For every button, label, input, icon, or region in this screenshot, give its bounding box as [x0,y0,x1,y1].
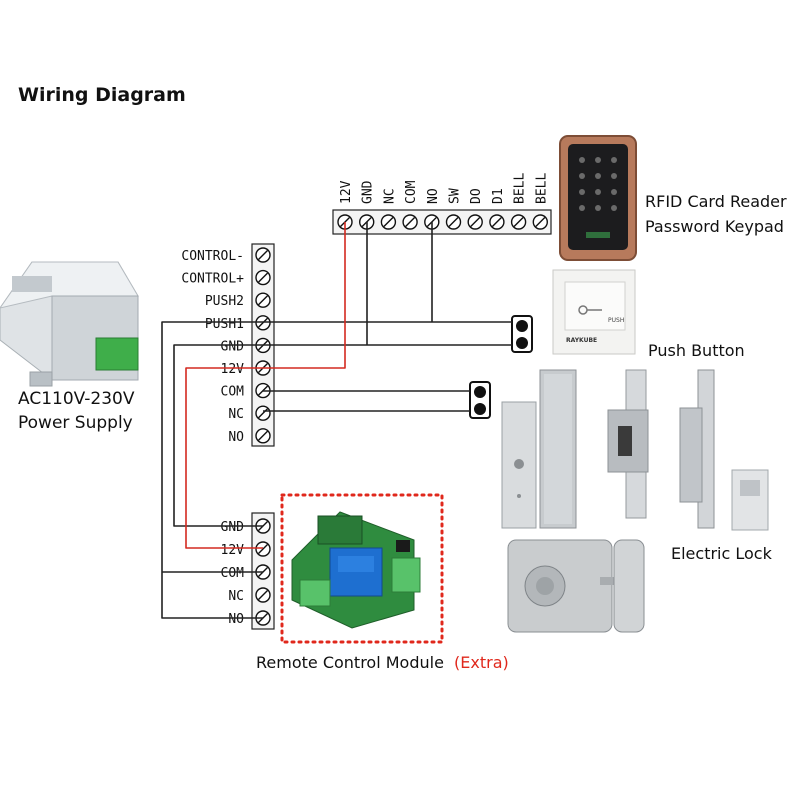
wire-gnd-to-remote-gnd [173,344,263,527]
remote-terminal-label: NO [228,612,244,627]
reader-terminal-label: BELL [513,173,528,204]
ps-terminal-screw-slot [258,430,268,441]
reader-terminal-screw-slot [491,217,502,227]
reader-terminal-screw-slot [513,217,524,227]
remote-module-label-text: Remote Control Module [256,653,444,672]
remote-module-label: Remote Control Module (Extra) [256,653,509,672]
reader-terminal-label: COM [404,180,419,204]
wire-12v-to-remote-12v [185,367,263,549]
reader-terminal-label: NO [426,188,441,204]
strike-lock-image [607,369,649,519]
rim-lock-image [507,539,645,633]
power-supply-image [0,261,139,387]
remote-terminal-screw-slot [258,590,268,600]
reader-terminal-screw-slot [470,217,481,227]
rfid-reader-label-line1: RFID Card Reader [645,192,787,211]
wire-reader-12v [263,222,346,369]
push-button-connector [511,315,533,353]
diagram-title: Wiring Diagram [18,84,186,106]
ps-terminal-label: 12V [221,362,245,377]
remote-terminal-label: COM [221,566,245,581]
push-button-label: Push Button [648,341,745,360]
ps-terminal-label: PUSH2 [205,294,244,309]
remote-terminal-screw-slot [258,544,268,554]
ps-terminal-label: COM [221,385,245,400]
ps-terminal-screw-slot [258,250,268,260]
reader-terminal-label: DO [469,188,484,204]
electric-lock-label: Electric Lock [671,544,773,563]
reader-terminal-screw-slot [448,217,459,227]
lock-connector [469,381,491,419]
reader-terminal-label: D1 [491,188,506,204]
reader-terminal-screw-slot [383,217,394,227]
remote-terminal-label: GND [221,520,245,535]
power-supply-label-line2: Power Supply [18,413,133,433]
power-supply-label-line1: AC110V-230V [18,389,135,409]
rfid-reader-label-line2: Password Keypad [645,217,784,236]
rfid-reader-label: RFID Card Reader Password Keypad [645,192,787,236]
ps-terminal-label: PUSH1 [205,317,244,332]
reader-terminal-screw-slot [405,217,416,227]
ps-terminal-label: GND [221,339,245,354]
reader-terminal-screw-slot [535,217,546,227]
reader-terminal-label: SW [448,188,463,204]
push-button-face-text: PUSH [608,317,624,324]
push-button-brand: RAYKUBE [566,337,597,344]
ps-terminal-label: CONTROL+ [181,272,244,287]
remote-terminal-label: NC [228,589,244,604]
remote-module-terminal-block: GND 12V COM NC NO [221,512,275,630]
remote-module-dotted-border [280,493,444,644]
magnetic-lock-image [501,369,577,529]
remote-module-label-extra: (Extra) [454,653,509,672]
wire-push1-to-remote-no [161,321,263,619]
push-button-image: PUSH RAYKUBE [552,269,636,355]
reader-terminal-label: BELL [534,173,549,204]
remote-terminal-label: 12V [221,543,245,558]
ps-terminal-label: CONTROL- [181,249,244,264]
power-supply-label: AC110V-230V Power Supply [18,389,135,433]
reader-terminal-label: NC [382,188,397,204]
bolt-lock-image [679,369,769,531]
ps-terminal-screw-slot [258,272,268,283]
remote-module-image [291,511,421,629]
ps-terminal-label: NO [228,430,244,445]
svg-text:Remote Control Module (E: Remote Control Module (Extra) [256,653,509,672]
ps-terminal-screw-slot [258,295,268,306]
ps-terminal-label: NC [228,407,244,422]
rfid-reader-image [559,135,637,261]
wires [161,222,512,619]
reader-terminal-block: 12V GND NC COM NO SW DO D1 BELL BELL [332,173,552,235]
reader-terminal-label: 12V [339,180,354,204]
reader-terminal-label: GND [361,180,376,204]
